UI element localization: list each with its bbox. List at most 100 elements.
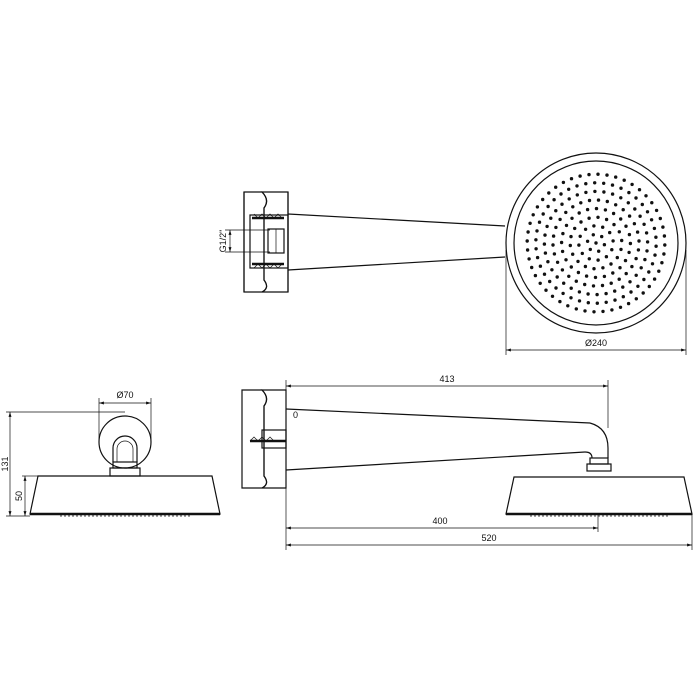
nozzle-dot bbox=[591, 233, 595, 237]
top-view-shower-head bbox=[505, 152, 687, 334]
nozzle-dot bbox=[543, 251, 548, 255]
nozzle-dot bbox=[566, 304, 570, 308]
nozzle-dot bbox=[617, 277, 621, 281]
nozzle-dot bbox=[634, 297, 638, 301]
nozzle-dot bbox=[620, 238, 624, 243]
nozzle-dot bbox=[587, 172, 591, 177]
nozzle-dot bbox=[585, 207, 590, 212]
nozzle-dot bbox=[652, 277, 657, 281]
nozzle-dot bbox=[587, 257, 591, 261]
nozzle-dot bbox=[552, 198, 556, 202]
nozzle-dot bbox=[611, 271, 615, 275]
nozzle-dot bbox=[567, 197, 571, 201]
head-diameter-label: Ø240 bbox=[585, 338, 607, 348]
nozzle-dot bbox=[626, 301, 631, 306]
nozzle-dot bbox=[610, 308, 614, 312]
nozzle-dot bbox=[608, 230, 612, 235]
nozzle-dot bbox=[627, 232, 632, 237]
nozzle-dot bbox=[579, 201, 583, 205]
nozzle-dot bbox=[561, 180, 566, 185]
nozzle-dot bbox=[595, 301, 599, 305]
nozzle-dot bbox=[575, 184, 579, 188]
nozzle-dot bbox=[538, 281, 542, 285]
nozzle-dot bbox=[653, 253, 657, 257]
nozzle-dot bbox=[657, 269, 661, 273]
nozzle-dot bbox=[604, 255, 609, 259]
nozzle-dot bbox=[609, 281, 613, 285]
nozzle-dot bbox=[610, 248, 614, 252]
head-height-label: 50 bbox=[14, 491, 24, 501]
nozzle-dot bbox=[619, 196, 623, 200]
side-view-arm: 0 bbox=[285, 408, 612, 472]
nozzle-dot bbox=[617, 230, 621, 234]
nozzle-dot bbox=[583, 227, 588, 231]
nozzle-dot bbox=[622, 178, 626, 182]
nozzle-dot bbox=[569, 286, 573, 290]
nozzle-dot bbox=[579, 220, 583, 224]
reach-dimension: 400 bbox=[285, 488, 599, 550]
nozzle-dot bbox=[554, 225, 558, 230]
nozzle-dot bbox=[561, 291, 565, 296]
nozzle-dot bbox=[546, 204, 550, 209]
nozzle-dot bbox=[575, 193, 579, 197]
nozzle-dot bbox=[628, 280, 632, 284]
nozzle-dot bbox=[593, 181, 597, 185]
nozzle-dot bbox=[661, 225, 665, 229]
nozzle-dot bbox=[564, 210, 568, 215]
nozzle-dot bbox=[551, 234, 556, 238]
nozzle-dot bbox=[619, 217, 623, 221]
nozzle-dot bbox=[645, 249, 649, 253]
nozzle-dot bbox=[592, 267, 596, 271]
nozzle-dot bbox=[618, 266, 622, 270]
nozzle-dot bbox=[626, 201, 630, 205]
nozzle-dot bbox=[640, 202, 644, 207]
overall-length-label: 520 bbox=[481, 533, 496, 543]
nozzle-dot bbox=[568, 243, 572, 248]
nozzle-dot bbox=[525, 248, 530, 252]
nozzle-dot bbox=[560, 268, 565, 272]
nozzle-dot bbox=[611, 239, 615, 243]
nozzle-dot bbox=[632, 222, 637, 226]
nozzle-dot bbox=[652, 226, 657, 231]
nozzle-dot bbox=[636, 248, 641, 252]
nozzle-dot bbox=[527, 257, 531, 261]
nozzle-dot bbox=[562, 281, 566, 285]
nozzle-dot bbox=[576, 259, 580, 264]
nozzle-dot bbox=[569, 296, 573, 300]
nozzle-dot bbox=[550, 268, 554, 272]
nozzle-dot bbox=[547, 191, 551, 195]
nozzle-dot bbox=[560, 202, 564, 206]
nozzle-dot bbox=[569, 265, 573, 269]
nozzle-dot bbox=[542, 242, 547, 246]
side-view-mark: 0 bbox=[293, 410, 298, 420]
nozzle-dot bbox=[649, 218, 654, 222]
arm-length-label: 413 bbox=[439, 374, 454, 384]
nozzle-dot bbox=[588, 247, 592, 252]
nozzle-dot bbox=[594, 241, 598, 245]
nozzle-dot bbox=[645, 240, 650, 244]
nozzle-dot bbox=[604, 217, 609, 222]
nozzle-dot bbox=[555, 260, 560, 264]
nozzle-dot bbox=[535, 255, 540, 260]
nozzle-dot bbox=[586, 292, 590, 296]
nozzle-dot bbox=[654, 208, 659, 213]
nozzle-dot bbox=[534, 238, 538, 242]
reach-label: 400 bbox=[432, 516, 447, 526]
nozzle-dot bbox=[615, 255, 619, 260]
nozzle-dot bbox=[597, 249, 601, 253]
nozzle-dot bbox=[662, 234, 667, 238]
nozzle-dot bbox=[638, 214, 642, 218]
nozzle-dot bbox=[587, 216, 591, 220]
nozzle-dot bbox=[585, 239, 590, 243]
side-view-shower-head bbox=[505, 476, 693, 517]
nozzle-dot bbox=[637, 188, 642, 192]
nozzle-dot bbox=[627, 190, 631, 195]
nozzle-dot bbox=[662, 252, 666, 256]
nozzle-dot bbox=[627, 214, 632, 218]
nozzle-dot bbox=[538, 264, 543, 268]
nozzle-dot bbox=[639, 266, 643, 270]
nozzle-dot bbox=[586, 301, 590, 305]
nozzle-dot bbox=[561, 231, 565, 236]
total-height-label: 131 bbox=[0, 456, 10, 471]
